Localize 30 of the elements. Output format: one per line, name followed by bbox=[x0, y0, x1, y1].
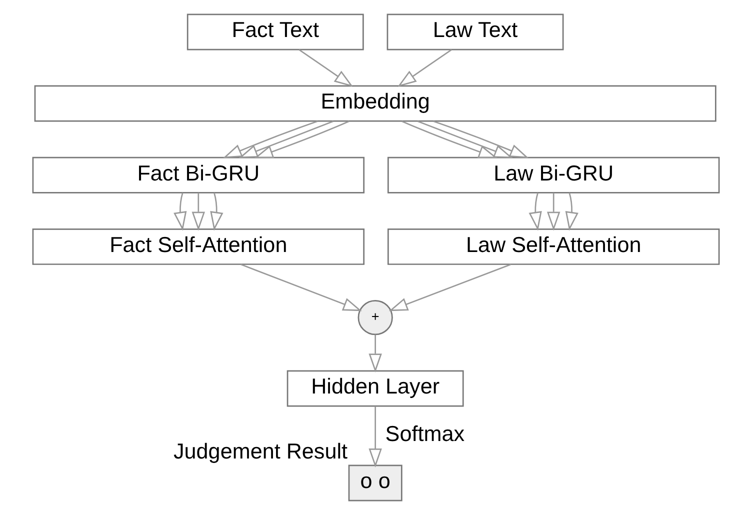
arrow bbox=[432, 120, 528, 158]
arrow bbox=[210, 192, 223, 230]
arrow bbox=[368, 406, 382, 467]
node-box: Embedding bbox=[34, 84, 716, 122]
arrow bbox=[254, 120, 349, 158]
arrow bbox=[222, 120, 318, 158]
arrow bbox=[173, 192, 186, 230]
edge-label: Softmax bbox=[384, 420, 464, 446]
node-box: Fact Bi-GRU bbox=[32, 156, 364, 193]
arrow bbox=[397, 48, 452, 86]
arrow bbox=[191, 192, 205, 230]
arrow bbox=[528, 192, 542, 230]
node-box: Fact Text bbox=[186, 13, 364, 50]
arrow bbox=[240, 263, 362, 311]
arrow bbox=[238, 120, 334, 158]
node-label: Judgement Result bbox=[172, 438, 348, 463]
node-box: Hidden Layer bbox=[286, 370, 464, 406]
node-box: Law Self-Attention bbox=[386, 228, 720, 264]
arrow bbox=[416, 120, 512, 158]
arrow bbox=[368, 334, 382, 372]
node-box: Fact Self-Attention bbox=[32, 228, 364, 264]
node-circle: + bbox=[357, 300, 392, 335]
arrow bbox=[388, 263, 511, 311]
arrow bbox=[401, 120, 497, 158]
arrow bbox=[564, 192, 578, 230]
arrow bbox=[546, 192, 560, 230]
node-box: o o bbox=[348, 464, 402, 501]
node-box: Law Bi-GRU bbox=[386, 156, 720, 193]
arrow bbox=[298, 48, 353, 86]
node-box: Law Text bbox=[386, 13, 564, 50]
